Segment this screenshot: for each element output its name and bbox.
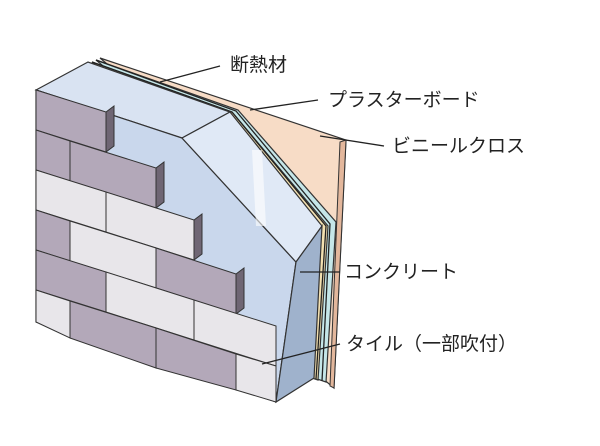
label-vinyl-cloth: ビニールクロス	[392, 135, 525, 157]
tile-courses	[35, 89, 277, 403]
tile-side	[155, 161, 165, 209]
label-insulation: 断熱材	[230, 54, 287, 76]
leader-tile	[261, 343, 341, 365]
leader-lines	[159, 65, 385, 365]
leader-vinyl-cloth	[319, 135, 385, 147]
tile-side	[235, 267, 245, 315]
label-concrete: コンクリート	[344, 261, 458, 283]
tile-side	[105, 105, 115, 153]
concrete-highlight	[252, 150, 266, 226]
leader-insulation	[159, 65, 221, 83]
tile-side	[193, 213, 203, 261]
tile	[235, 353, 277, 403]
label-tile: タイル（一部吹付）	[346, 333, 517, 355]
labels: 断熱材 プラスターボード ビニールクロス コンクリート タイル（一部吹付）	[230, 54, 525, 355]
leader-plasterboard	[249, 99, 319, 111]
label-plasterboard: プラスターボード	[328, 89, 480, 111]
vinyl-cloth-edge	[329, 139, 347, 389]
